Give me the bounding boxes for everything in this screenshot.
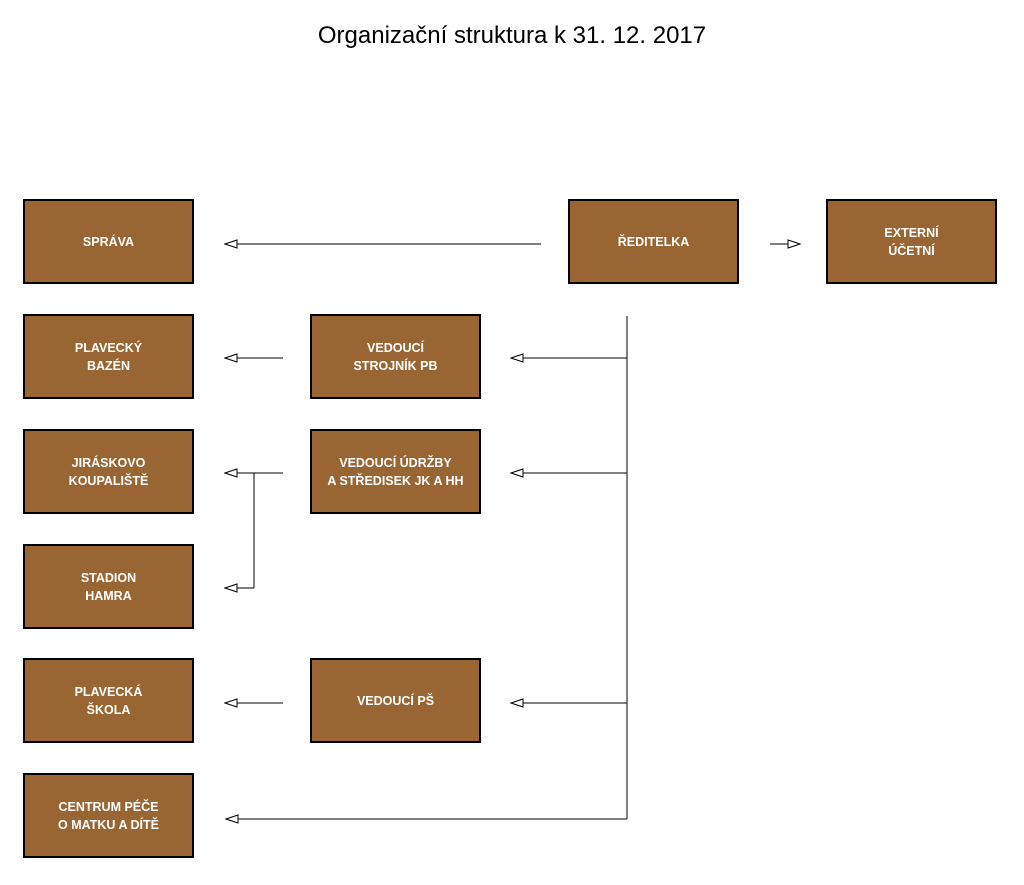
box-vedouci-strojnik-pb: VEDOUCÍ STROJNÍK PB (310, 314, 481, 399)
box-stadion-hamra: STADION HAMRA (23, 544, 194, 629)
box-vedouci-ps: VEDOUCÍ PŠ (310, 658, 481, 743)
box-externi-ucetni: EXTERNÍ ÚČETNÍ (826, 199, 997, 284)
box-plavecka-skola: PLAVECKÁ ŠKOLA (23, 658, 194, 743)
box-sprava-label: SPRÁVA (82, 234, 135, 249)
box-centrum-pece-label: CENTRUM PÉČE O MATKU A DÍTĚ (58, 799, 159, 832)
box-reditelka: ŘEDITELKA (568, 199, 739, 284)
box-vedouci-udrzby: VEDOUCÍ ÚDRŽBY A STŘEDISEK JK A HH (310, 429, 481, 514)
box-reditelka-label: ŘEDITELKA (617, 234, 690, 249)
box-vedouci-ps-label: VEDOUCÍ PŠ (356, 693, 435, 708)
box-plavecky-bazen-label: PLAVECKÝ BAZÉN (74, 340, 143, 373)
box-plavecky-bazen: PLAVECKÝ BAZÉN (23, 314, 194, 399)
box-centrum-pece: CENTRUM PÉČE O MATKU A DÍTĚ (23, 773, 194, 858)
box-plavecka-skola-label: PLAVECKÁ ŠKOLA (74, 684, 143, 717)
box-jiraskovo-koupaliste-label: JIRÁSKOVO KOUPALIŠTĚ (68, 455, 149, 488)
box-vedouci-udrzby-label: VEDOUCÍ ÚDRŽBY A STŘEDISEK JK A HH (327, 455, 464, 488)
box-vedouci-strojnik-pb-label: VEDOUCÍ STROJNÍK PB (353, 340, 438, 373)
box-externi-ucetni-label: EXTERNÍ ÚČETNÍ (884, 225, 939, 258)
box-sprava: SPRÁVA (23, 199, 194, 284)
box-jiraskovo-koupaliste: JIRÁSKOVO KOUPALIŠTĚ (23, 429, 194, 514)
box-stadion-hamra-label: STADION HAMRA (80, 570, 137, 603)
chart-title: Organizační struktura k 31. 12. 2017 (317, 22, 707, 49)
